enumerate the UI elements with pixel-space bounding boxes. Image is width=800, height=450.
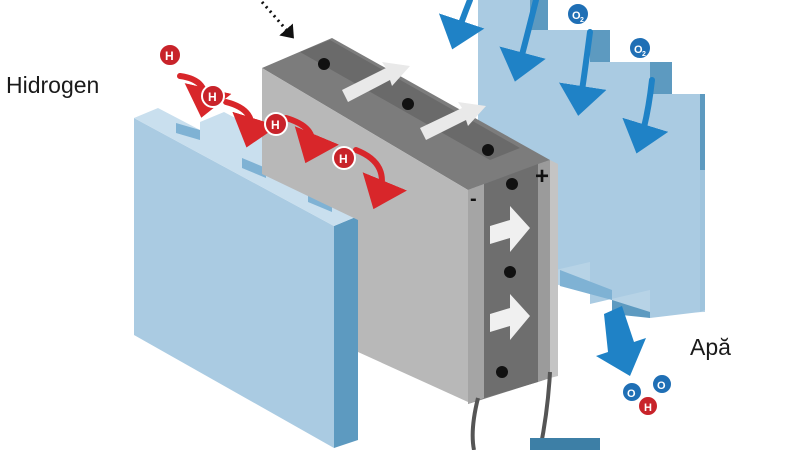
svg-text:O: O xyxy=(572,10,581,22)
electron-dot-icon xyxy=(402,98,414,110)
hydrogen-atom-icon: H xyxy=(201,84,225,108)
hydrogen-atom-icon: H xyxy=(158,43,182,67)
water-molecule-icon: O O H xyxy=(621,373,673,417)
oxygen-molecules: O 2 O 2 xyxy=(566,2,652,60)
svg-text:H: H xyxy=(644,402,652,414)
svg-text:O: O xyxy=(657,380,666,392)
oxygen-molecule-icon: O 2 xyxy=(628,36,652,60)
svg-text:2: 2 xyxy=(580,17,584,24)
positive-terminal: + xyxy=(535,163,549,190)
oxygen-flow-arrows xyxy=(438,0,669,154)
circuit-wires xyxy=(470,371,600,450)
hydrogen-atom-icon: H xyxy=(332,146,356,170)
electron-dot-icon xyxy=(504,266,516,278)
load-box xyxy=(530,438,600,450)
hydrogen-atoms: H H H H xyxy=(158,43,356,170)
ion-flow-arrows xyxy=(490,206,530,340)
hydrogen-atom-icon: H xyxy=(264,112,288,136)
svg-text:2: 2 xyxy=(642,51,646,58)
svg-text:H: H xyxy=(271,118,280,132)
electron-dot-icon xyxy=(506,178,518,190)
pointer-arrow xyxy=(260,1,294,39)
electron-dots xyxy=(318,58,518,378)
oxygen-molecule-icon: O 2 xyxy=(566,2,590,26)
svg-text:O: O xyxy=(634,44,643,56)
svg-text:O: O xyxy=(627,388,636,400)
electron-dot-icon xyxy=(482,144,494,156)
negative-terminal: - xyxy=(470,188,477,210)
electron-dot-icon xyxy=(318,58,330,70)
svg-text:H: H xyxy=(208,90,217,104)
svg-text:H: H xyxy=(339,152,348,166)
electron-dot-icon xyxy=(496,366,508,378)
water-label: Apă xyxy=(690,334,731,360)
electron-flow-arrows xyxy=(342,62,486,140)
water-flow-arrow xyxy=(596,306,646,376)
svg-text:H: H xyxy=(165,49,174,63)
hydrogen-label: Hidrogen xyxy=(6,72,100,98)
